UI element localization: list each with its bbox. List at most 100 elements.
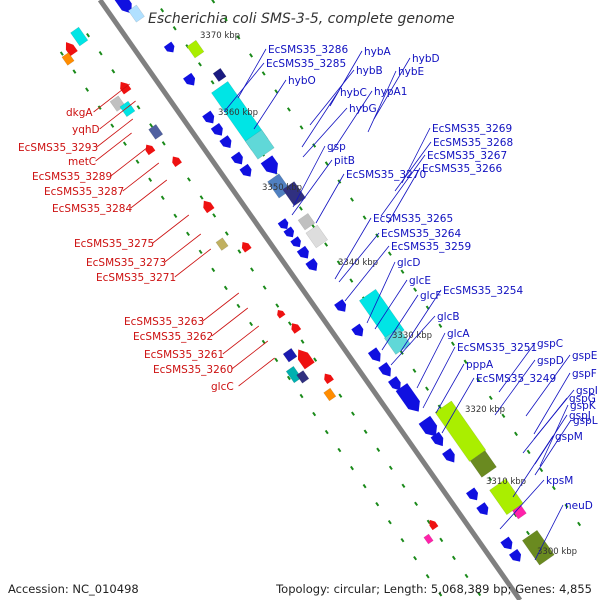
leader-line bbox=[174, 248, 212, 278]
gene-feature[interactable] bbox=[367, 347, 384, 364]
forward-gene-label: EcSMS35_3254 bbox=[443, 285, 523, 297]
gene-feature[interactable] bbox=[219, 135, 234, 151]
gene-feature[interactable] bbox=[62, 40, 78, 57]
leader-line bbox=[441, 377, 475, 434]
gene-feature[interactable] bbox=[469, 450, 497, 478]
gene-feature[interactable] bbox=[442, 448, 458, 465]
gene-feature[interactable] bbox=[427, 518, 439, 531]
gene-feature[interactable] bbox=[143, 142, 156, 156]
forward-gene-label: kpsM bbox=[546, 475, 573, 487]
forward-gene-label: EcSMS35_3259 bbox=[391, 241, 471, 253]
gene-feature[interactable] bbox=[430, 431, 447, 449]
gene-feature[interactable] bbox=[239, 163, 255, 180]
kbp-tick-label: 3350 kbp bbox=[262, 183, 302, 193]
leader-line bbox=[422, 346, 456, 409]
gene-feature[interactable] bbox=[183, 72, 198, 89]
gene-feature[interactable] bbox=[200, 198, 215, 214]
gene-feature[interactable] bbox=[500, 536, 515, 553]
gene-feature[interactable] bbox=[119, 100, 136, 118]
gene-feature[interactable] bbox=[285, 365, 302, 384]
forward-gene-label: EcSMS35_3264 bbox=[381, 228, 461, 240]
gene-feature[interactable] bbox=[230, 151, 246, 168]
gene-feature[interactable] bbox=[186, 39, 205, 59]
gene-feature[interactable] bbox=[282, 347, 298, 363]
gene-feature[interactable] bbox=[305, 224, 329, 249]
gene-feature[interactable] bbox=[277, 218, 291, 231]
forward-gene-label: gspF bbox=[572, 368, 597, 380]
forward-gene-label: gspJ bbox=[569, 410, 591, 422]
gene-feature[interactable] bbox=[70, 26, 89, 47]
gene-feature[interactable] bbox=[239, 240, 252, 253]
backbone-line bbox=[97, 0, 523, 600]
gene-feature[interactable] bbox=[434, 400, 487, 462]
leader-line bbox=[99, 100, 136, 130]
leader-line bbox=[152, 214, 190, 244]
gene-feature[interactable] bbox=[290, 236, 303, 249]
gene-feature[interactable] bbox=[323, 387, 337, 402]
gene-feature[interactable] bbox=[109, 0, 136, 17]
gene-feature[interactable] bbox=[283, 226, 297, 239]
forward-gene-label: EcSMS35_3286 bbox=[268, 44, 348, 56]
gene-feature[interactable] bbox=[322, 371, 334, 385]
gene-feature[interactable] bbox=[351, 323, 366, 340]
leader-line bbox=[374, 279, 408, 330]
leader-line bbox=[400, 289, 442, 352]
gene-feature[interactable] bbox=[383, 327, 411, 355]
leader-line bbox=[122, 162, 160, 192]
gene-feature[interactable] bbox=[521, 529, 555, 566]
forward-gene-label: neuD bbox=[565, 500, 593, 512]
gene-feature[interactable] bbox=[334, 299, 349, 315]
reverse-gene-label: EcSMS35_3271 bbox=[96, 272, 176, 284]
leader-line bbox=[344, 245, 390, 302]
leader-line bbox=[525, 354, 571, 417]
forward-gene-label: EcSMS35_3268 bbox=[433, 137, 513, 149]
gene-feature[interactable] bbox=[423, 533, 434, 545]
gene-feature[interactable] bbox=[260, 155, 283, 178]
leader-line bbox=[315, 173, 345, 224]
gene-feature[interactable] bbox=[509, 548, 524, 565]
gene-feature[interactable] bbox=[418, 415, 442, 440]
reverse-gene-label: EcSMS35_3262 bbox=[133, 331, 213, 343]
gene-feature[interactable] bbox=[293, 346, 315, 370]
forward-gene-label: hybA bbox=[364, 46, 392, 58]
leader-line bbox=[494, 359, 536, 416]
gene-feature[interactable] bbox=[476, 502, 491, 518]
gene-feature[interactable] bbox=[296, 245, 312, 262]
gene-feature[interactable] bbox=[305, 258, 320, 274]
gene-feature[interactable] bbox=[148, 124, 164, 140]
gene-feature[interactable] bbox=[215, 237, 229, 251]
leader-line bbox=[401, 127, 431, 184]
leader-line bbox=[95, 132, 132, 162]
gene-feature[interactable] bbox=[61, 52, 75, 66]
forward-gene-label: EcSMS35_3269 bbox=[432, 123, 512, 135]
gene-feature[interactable] bbox=[202, 110, 217, 127]
gene-feature[interactable] bbox=[395, 383, 425, 416]
gene-feature[interactable] bbox=[170, 154, 182, 167]
reverse-gene-label: EcSMS35_3261 bbox=[144, 349, 224, 361]
gene-feature[interactable] bbox=[127, 4, 145, 23]
leader-line bbox=[522, 397, 568, 454]
forward-gene-label: hybE bbox=[398, 66, 424, 78]
gene-feature[interactable] bbox=[296, 370, 310, 384]
gene-feature[interactable] bbox=[466, 487, 481, 504]
leader-line bbox=[380, 154, 426, 217]
gene-feature[interactable] bbox=[282, 181, 306, 207]
gene-feature[interactable] bbox=[212, 67, 227, 82]
gene-feature[interactable] bbox=[378, 362, 394, 379]
gene-feature[interactable] bbox=[388, 376, 404, 393]
gene-feature[interactable] bbox=[163, 41, 177, 55]
leader-line bbox=[130, 179, 168, 209]
leader-line bbox=[96, 118, 134, 148]
gene-feature[interactable] bbox=[297, 212, 316, 231]
gene-feature[interactable] bbox=[117, 79, 132, 95]
gene-feature[interactable] bbox=[244, 129, 275, 160]
leader-line bbox=[435, 363, 465, 414]
gene-feature[interactable] bbox=[489, 478, 524, 516]
gene-feature[interactable] bbox=[275, 308, 286, 319]
gene-feature[interactable] bbox=[512, 504, 527, 520]
kbp-tick-label: 3340 kbp bbox=[338, 258, 378, 268]
gene-feature[interactable] bbox=[210, 122, 226, 139]
forward-gene-label: gsp bbox=[327, 141, 346, 153]
gene-feature[interactable] bbox=[289, 321, 302, 334]
